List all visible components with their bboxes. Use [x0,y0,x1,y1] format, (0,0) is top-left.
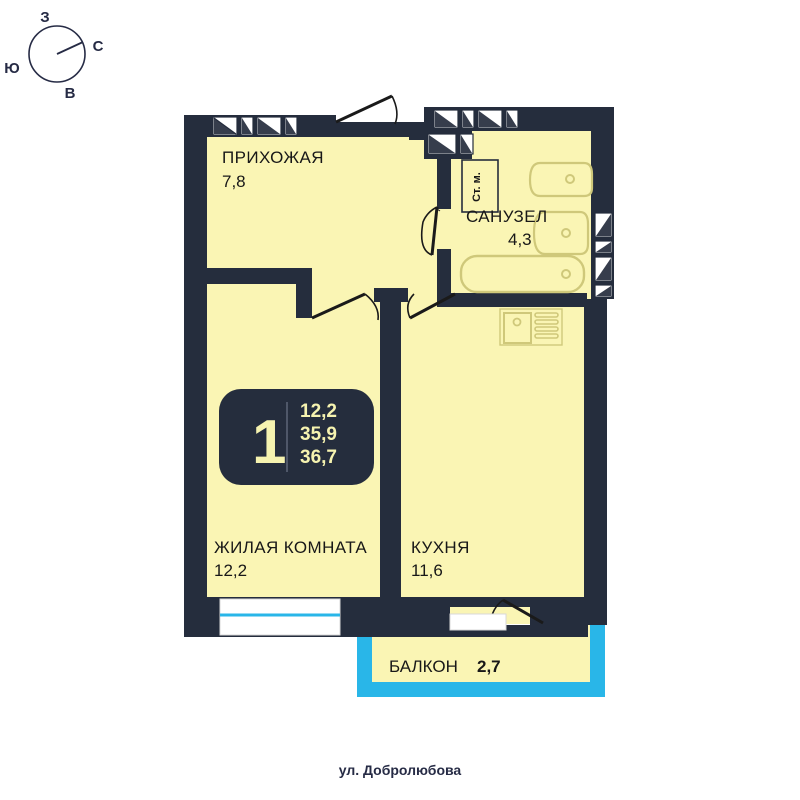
kitchen-stove-icon [534,312,559,339]
door-leaf-entry [335,94,393,124]
door-arc-entry [391,95,398,125]
door-arc-living [364,293,380,321]
window-living-room [219,598,341,636]
wall-right-outer-lower [584,299,607,625]
washing-machine-label: Ст. м. [471,172,483,202]
window-swing-fill [596,214,611,236]
badge-area-living: 12,2 [300,401,337,422]
room-label-kitchen: КУХНЯ [411,538,470,557]
window-swing-fill [429,135,455,153]
window-group-right-wall [594,212,613,298]
room-area-kitchen: 11,6 [411,561,443,580]
window-swing-fill [286,118,296,134]
interior-walls-group [207,122,587,607]
door-leaf-balcony [502,598,544,625]
door-leaf-kitchen [409,292,456,320]
wall-bathroom-left-upper [437,137,451,209]
toilet-icon [528,161,594,198]
room-area-living-room: 12,2 [214,561,247,580]
window-swing-fill [479,111,501,127]
compass-label-south: Ю [4,60,19,77]
wall-top-recess [336,122,424,137]
window-group-top-right-row2 [427,133,474,155]
window-swing-fill [507,111,517,127]
room-labels-group: ПРИХОЖАЯ 7,8 САНУЗЕЛ 4,3 ЖИЛАЯ КОМНАТА 1… [214,148,548,580]
wall-hall-right-stub [409,122,424,140]
window-swing-fill [463,111,473,127]
window-swing-fill [242,118,252,134]
wall-central-door-jamb [374,288,408,302]
sink-icon [532,210,590,256]
window-swing-fill [461,135,472,153]
wall-living-kitchen [380,295,401,607]
window-swing-fill [596,286,611,296]
room-label-living-room: ЖИЛАЯ КОМНАТА [214,538,367,557]
door-arc-bathroom [420,206,438,256]
bathroom-fixtures-group: Ст. м. [459,159,594,294]
wall-hall-living-vertical [296,268,312,318]
window-group-top-left [212,116,298,136]
room-label-bathroom: САНУЗЕЛ [466,207,548,226]
window-swing-fill [214,118,236,134]
badge-rooms-count: 1 [252,408,286,477]
wall-hall-living-horizontal [207,268,312,284]
window-swing-fill [258,118,280,134]
badge-background [219,389,374,485]
room-area-hallway: 7,8 [222,172,246,191]
wall-bathroom-left-lower [437,249,451,307]
wall-left-outer [184,115,207,625]
kitchen-fixtures-group [499,308,563,346]
compass-needle [56,41,84,55]
wall-bathroom-bottom [437,293,587,307]
bottom-windows-group [219,598,507,636]
door-arc-kitchen [406,293,415,319]
kitchen-counter-outline [499,308,563,346]
kitchen-sink-drain-icon [512,317,522,327]
kitchen-sink-icon [503,312,532,344]
badge-area-total: 36,7 [300,447,337,468]
compass-rose: З С Ю В [4,9,103,102]
door-leaf-bathroom [430,206,439,256]
washing-machine-icon [461,159,499,213]
badge-area-without-balcony: 35,9 [300,424,337,445]
bathtub-icon [459,254,586,294]
compass-label-north: С [93,38,104,55]
window-swing-fill [596,258,611,280]
door-leaf-living [311,292,366,320]
apartment-badge: 1 12,2 35,9 36,7 [219,389,374,485]
room-area-bathroom: 4,3 [508,230,532,249]
balcony-label: БАЛКОН [389,657,458,676]
door-swings-group [311,94,544,625]
window-swing-fill [435,111,457,127]
window-group-top-right-row1 [433,109,519,129]
room-label-hallway: ПРИХОЖАЯ [222,148,324,167]
balcony-area: 2,7 [477,657,501,676]
compass-label-east: В [65,85,76,102]
compass-circle [28,25,86,83]
street-label: ул. Добролюбова [339,762,462,778]
window-swing-fill [596,242,611,252]
window-kitchen-balcony-door [449,613,507,631]
compass-label-west: З [40,9,49,26]
